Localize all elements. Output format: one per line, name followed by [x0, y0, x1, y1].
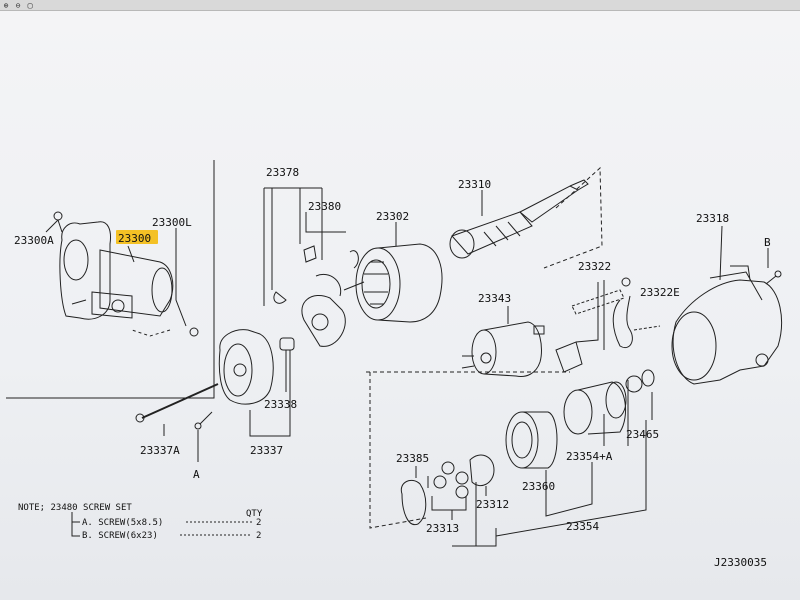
washer-23385[interactable]	[400, 479, 427, 526]
zoom-out-icon[interactable]: ⊖	[15, 0, 21, 10]
note-row-a-text: A. SCREW(5x8.5)	[82, 518, 163, 528]
label-A[interactable]: A	[193, 468, 200, 481]
label-B[interactable]: B	[764, 236, 771, 249]
label-23354[interactable]: 23354	[566, 520, 599, 533]
magnetic-switch-23343[interactable]	[461, 321, 545, 377]
label-23360[interactable]: 23360	[522, 480, 555, 493]
label-23310[interactable]: 23310	[458, 178, 491, 191]
gear-housing-23337[interactable]	[218, 329, 274, 405]
lever-23322[interactable]	[555, 341, 583, 373]
zoom-in-icon[interactable]: ⊕	[3, 0, 9, 10]
label-23378[interactable]: 23378	[266, 166, 299, 179]
note-title: NOTE; 23480 SCREW SET	[18, 503, 132, 513]
fit-page-icon[interactable]: ▢	[27, 0, 33, 10]
internal-gear-23360[interactable]	[505, 411, 558, 469]
brush-holder-plate[interactable]	[301, 295, 346, 347]
pinion-clutch-23354A[interactable]	[563, 369, 655, 435]
label-23465[interactable]: 23465	[626, 428, 659, 441]
figure-code: J2330035	[714, 556, 767, 569]
note-row-b-text: B. SCREW(6x23)	[82, 531, 158, 541]
label-23313[interactable]: 23313	[426, 522, 459, 535]
label-23318[interactable]: 23318	[696, 212, 729, 225]
label-23380[interactable]: 23380	[308, 200, 341, 213]
label-23343[interactable]: 23343	[478, 292, 511, 305]
label-23354A[interactable]: 23354+A	[566, 450, 613, 463]
label-23322[interactable]: 23322	[578, 260, 611, 273]
note-row-a-qty: 2	[256, 518, 261, 528]
label-23337[interactable]: 23337	[250, 444, 283, 457]
nut-23300L-icon	[189, 327, 199, 337]
lever-fork[interactable]	[612, 295, 633, 348]
armature-23310[interactable]	[449, 179, 589, 259]
starter-assembly[interactable]	[59, 221, 174, 320]
part-labels: 23300A 23300 23300L 23378 23380 23302 23…	[14, 166, 771, 535]
bolt-23300A-icon	[53, 211, 63, 221]
label-23300L[interactable]: 23300L	[152, 216, 192, 229]
label-23300[interactable]: 23300	[118, 232, 151, 245]
label-23300A[interactable]: 23300A	[14, 234, 54, 247]
planet-gear-23313[interactable]	[441, 461, 455, 475]
screw-set-note: NOTE; 23480 SCREW SET QTY A. SCREW(5x8.5…	[18, 503, 263, 541]
label-23312[interactable]: 23312	[476, 498, 509, 511]
label-23337A[interactable]: 23337A	[140, 444, 180, 457]
yoke-23302[interactable]	[355, 243, 443, 323]
carrier-23312[interactable]	[469, 454, 495, 486]
label-23385[interactable]: 23385	[396, 452, 429, 465]
label-23302[interactable]: 23302	[376, 210, 409, 223]
label-23322E[interactable]: 23322E	[640, 286, 680, 299]
note-row-b-qty: 2	[256, 531, 261, 541]
brush-plate-23378[interactable]	[263, 187, 365, 306]
rear-housing-23318[interactable]	[671, 225, 782, 385]
viewer-toolbar: ⊕ ⊖ ▢	[0, 0, 800, 11]
highlight-23300	[116, 230, 158, 244]
note-qty-header: QTY	[246, 509, 263, 519]
bushing-23338[interactable]	[279, 337, 295, 351]
label-23338[interactable]: 23338	[264, 398, 297, 411]
